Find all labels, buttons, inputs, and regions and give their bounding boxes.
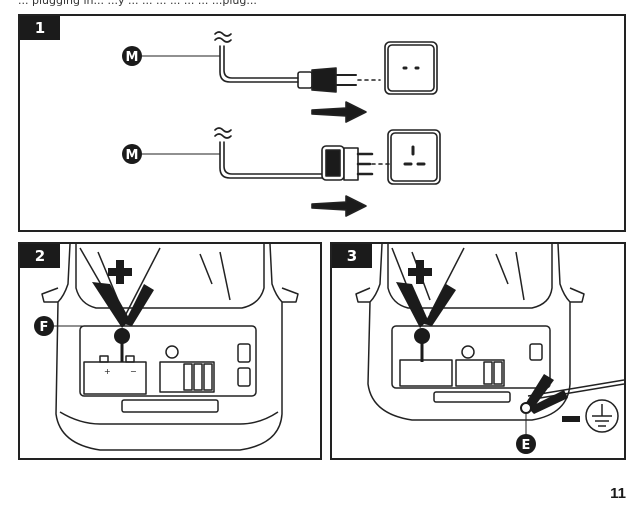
car-battery-positive-diagram: + − xyxy=(34,244,299,451)
negative-clamp xyxy=(520,374,568,414)
ground-icon xyxy=(585,399,619,433)
label-e: E xyxy=(516,434,536,454)
svg-text:E: E xyxy=(522,438,531,453)
label-m-upper: M xyxy=(122,46,142,66)
panel-1-plug-illustration: 1 xyxy=(18,14,626,232)
positive-clamp xyxy=(92,282,154,362)
panel-2-positive-clamp: 2 + − xyxy=(18,242,322,460)
svg-text:M: M xyxy=(126,148,139,163)
svg-text:−: − xyxy=(130,367,137,376)
svg-text:M: M xyxy=(126,50,139,65)
label-m-lower: M xyxy=(122,144,142,164)
car-battery-ground-diagram: E xyxy=(355,244,624,454)
panel-number: 3 xyxy=(332,244,372,268)
label-f: F xyxy=(34,316,54,336)
panel-number: 2 xyxy=(20,244,60,268)
svg-text:+: + xyxy=(104,367,111,376)
page-top-text: ... plugging in... ...y ... ... ... ... … xyxy=(18,0,257,7)
svg-text:F: F xyxy=(40,320,49,335)
minus-icon xyxy=(562,416,580,422)
plus-icon xyxy=(408,260,432,284)
plug-diagram: M M xyxy=(122,31,441,217)
panel-3-negative-clamp: 3 xyxy=(330,242,626,460)
panel-number: 1 xyxy=(20,16,60,40)
plus-icon xyxy=(108,260,132,284)
page-number: 11 xyxy=(610,485,626,502)
positive-clamp xyxy=(396,282,456,362)
